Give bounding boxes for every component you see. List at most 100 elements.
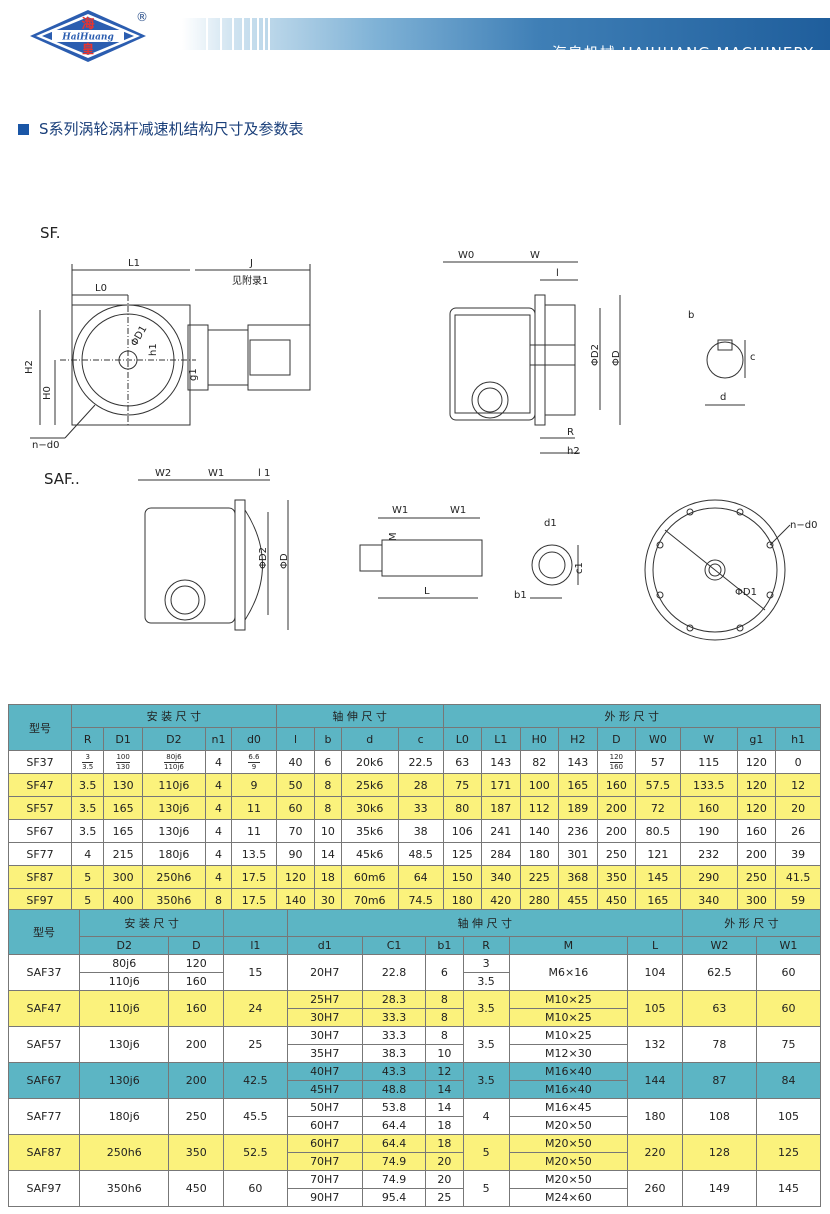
table2-cell-d1: 70H7 — [286, 1152, 363, 1171]
dim-nd0: n−d0 — [32, 440, 59, 451]
dim-h2: h2 — [567, 446, 580, 457]
table1-cell-h1: 39 — [775, 842, 821, 866]
table1-cell-D1: 400 — [103, 888, 143, 912]
section-title: S系列涡轮涡杆减速机结构尺寸及参数表 — [18, 118, 304, 139]
table2-cell-R: 3.5 — [462, 972, 510, 991]
table1-cell-l: 90 — [275, 842, 316, 866]
table1-cell-H2: 455 — [558, 888, 598, 912]
table1-cell-l: 50 — [275, 773, 316, 797]
dim-W2: W2 — [155, 468, 171, 479]
table2-cell-D2: 110j6 — [78, 972, 170, 991]
table1-cell-d0: 13.5 — [231, 842, 277, 866]
table1-cell-H0: 140 — [519, 819, 560, 843]
table2-cell-D2: 250h6 — [78, 1134, 170, 1171]
table1-cell-h1: 12 — [775, 773, 821, 797]
table2-cell-W2: 78 — [681, 1026, 757, 1063]
table1-cell-b: 18 — [314, 865, 342, 889]
table1-col-d0: d0 — [231, 727, 277, 751]
dim-d: d — [720, 392, 726, 403]
table1-cell-b: 14 — [314, 842, 342, 866]
table1-col-h1: h1 — [775, 727, 821, 751]
table1-cell-b: 6 — [314, 750, 342, 774]
table1-cell-g1: 120 — [736, 773, 777, 797]
table1-cell-H0: 82 — [519, 750, 560, 774]
table2-cell-M: M10×25 — [508, 1008, 629, 1027]
table2-model-cell: SAF37 — [8, 954, 80, 991]
table1-cell-H0: 112 — [519, 796, 560, 820]
table1-cell-W: 115 — [679, 750, 738, 774]
table2-cell-M: M20×50 — [508, 1134, 629, 1153]
table1-cell-D: 450 — [596, 888, 637, 912]
table1-model-cell: SF97 — [8, 888, 72, 912]
table1-cell-W0: 80.5 — [635, 819, 681, 843]
table1-cell-c: 38 — [397, 819, 444, 843]
table1-col-g1: g1 — [736, 727, 777, 751]
table1-col-W0: W0 — [635, 727, 681, 751]
table1-cell-c: 28 — [397, 773, 444, 797]
table2-cell-L: 105 — [627, 990, 683, 1027]
table1-cell-L1: 420 — [481, 888, 521, 912]
table1-col-H2: H2 — [558, 727, 598, 751]
table2-cell-D2: 110j6 — [78, 990, 170, 1027]
table2-cell-d1: 20H7 — [286, 954, 363, 991]
dim-Db: ΦD — [279, 553, 290, 569]
table1-cell-D1: 165 — [103, 819, 143, 843]
section-title-text: S系列涡轮涡杆减速机结构尺寸及参数表 — [39, 120, 304, 138]
table2-col-D: D — [168, 936, 225, 955]
table1-col-H0: H0 — [519, 727, 560, 751]
table1-cell-W: 232 — [679, 842, 738, 866]
sf-label: SF. — [40, 224, 61, 242]
dim-R: R — [567, 427, 574, 438]
table1-cell-H2: 368 — [558, 865, 598, 889]
dim-W: W — [530, 250, 540, 261]
table2-cell-M: M20×50 — [508, 1170, 629, 1189]
table2-cell-l1: 60 — [223, 1170, 288, 1207]
table1-cell-W: 340 — [679, 888, 738, 912]
table2-cell-W2: 128 — [681, 1134, 757, 1171]
table1-col-R: R — [70, 727, 105, 751]
table1-cell-L0: 125 — [442, 842, 483, 866]
table2-cell-l1: 15 — [223, 954, 288, 991]
table1-cell-c: 48.5 — [397, 842, 444, 866]
table1-cell-H2: 189 — [558, 796, 598, 820]
table1-col-L1: L1 — [481, 727, 521, 751]
table2-cell-C1: 38.3 — [361, 1044, 427, 1063]
table1-col-D1: D1 — [103, 727, 143, 751]
table1-cell-h1: 20 — [775, 796, 821, 820]
dim-b: b — [688, 310, 694, 321]
dim-d1: d1 — [544, 518, 557, 529]
table2-model-cell: SAF97 — [8, 1170, 80, 1207]
dim-W1b: W1 — [392, 505, 408, 516]
note-appendix: 见附录1 — [232, 274, 268, 287]
table1-cell-l: 60 — [275, 796, 316, 820]
table1-cell-W0: 165 — [635, 888, 681, 912]
table2-cell-d1: 90H7 — [286, 1188, 363, 1207]
table1-cell-d0: 17.5 — [231, 865, 277, 889]
table1-cell-b: 8 — [314, 796, 342, 820]
table1-cell-d0: 11 — [231, 796, 277, 820]
table1-cell-L1: 143 — [481, 750, 521, 774]
table1-cell-H0: 280 — [519, 888, 560, 912]
table2-cell-R: 3.5 — [462, 1062, 510, 1099]
table1-cell-d: 20k6 — [340, 750, 399, 774]
table2-col-R: R — [462, 936, 510, 955]
table2-cell-l1: 25 — [223, 1026, 288, 1063]
table1-cell-L0: 150 — [442, 865, 483, 889]
table2-cell-l1: 52.5 — [223, 1134, 288, 1171]
table1-cell-L0: 63 — [442, 750, 483, 774]
table2-col-d1: d1 — [286, 936, 363, 955]
table1-cell-h1: 59 — [775, 888, 821, 912]
table1-cell-H2: 236 — [558, 819, 598, 843]
table2-cell-R: 3 — [462, 954, 510, 973]
